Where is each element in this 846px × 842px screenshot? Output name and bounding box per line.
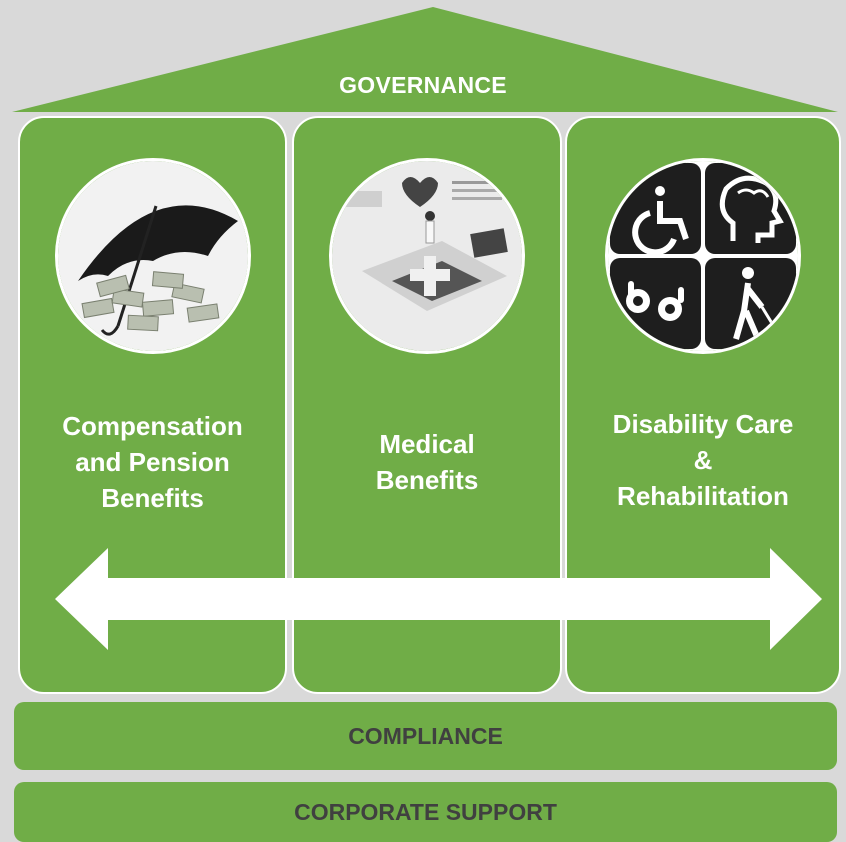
disability-icons-image — [605, 158, 801, 354]
pillar-label-compensation: Compensation and Pension Benefits — [62, 411, 243, 513]
pillar-disability-care: Disability Care & Rehabilitation — [565, 116, 841, 694]
brain-head-icon — [719, 175, 784, 243]
pillar-label-disability: Disability Care & Rehabilitation — [612, 409, 794, 511]
wheelchair-icon — [632, 186, 689, 256]
pillar-compensation-pension: Compensation and Pension Benefits — [18, 116, 287, 694]
pillar-medical-benefits: Medical Benefits — [292, 116, 562, 694]
corporate-support-bar: CORPORATE SUPPORT — [14, 782, 837, 842]
compliance-bar: COMPLIANCE — [14, 702, 837, 770]
sign-language-icon — [626, 281, 684, 321]
umbrella-money-image — [54, 158, 251, 354]
governance-label: GOVERNANCE — [339, 72, 507, 98]
roof — [12, 7, 838, 112]
medical-care-image — [329, 158, 525, 354]
pillar-label-medical: Medical Benefits — [375, 429, 479, 495]
